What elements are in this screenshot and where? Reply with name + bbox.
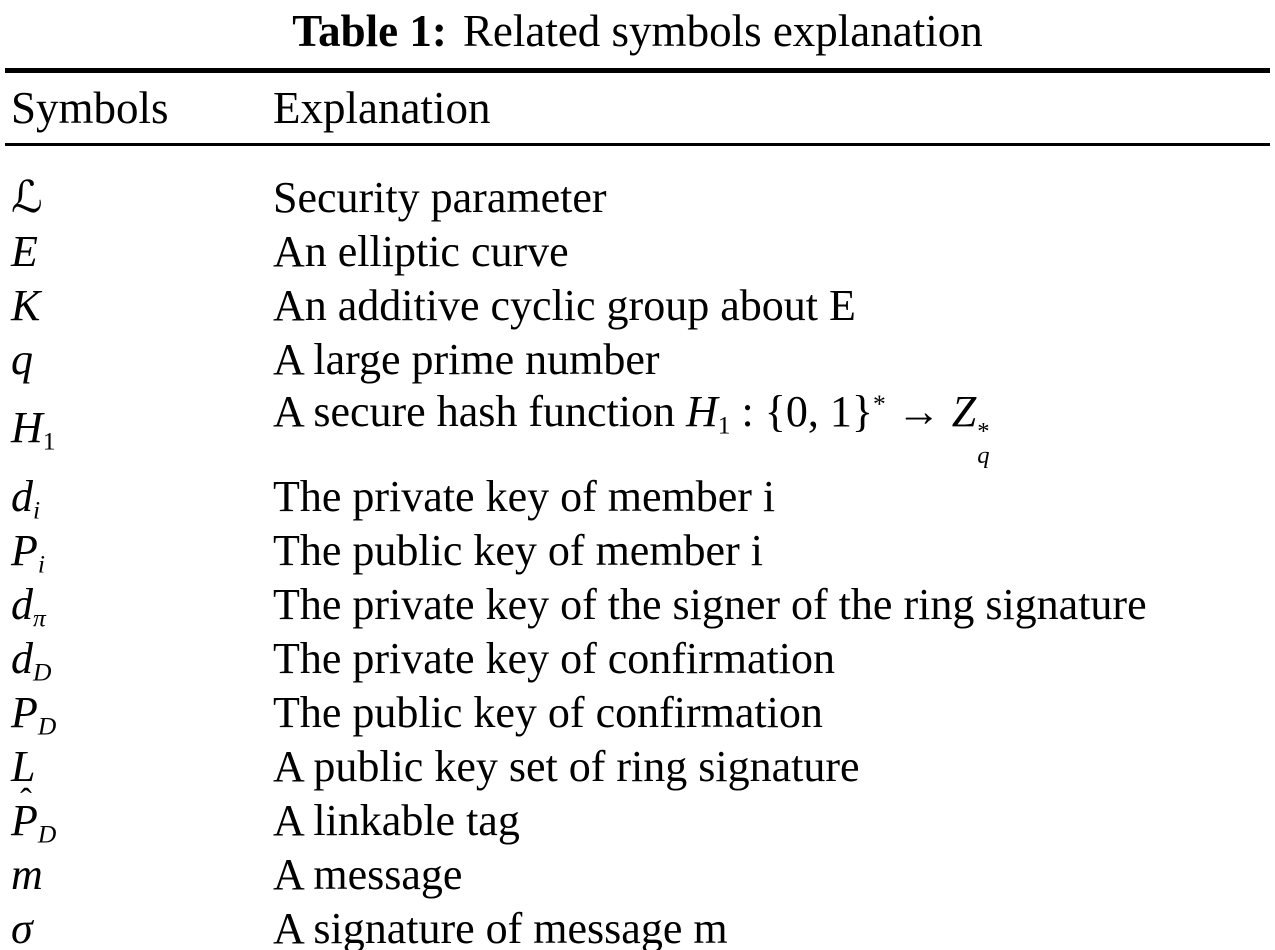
table-row: ℒ Security parameter — [5, 145, 1270, 225]
explanation-cell: A linkable tag — [273, 795, 520, 845]
header-row: Symbols Explanation — [5, 70, 1270, 146]
symbol-cell: ℒ — [11, 171, 43, 223]
explanation-cell: The private key of confirmation — [273, 633, 836, 683]
table-row: K An additive cyclic group about E — [5, 278, 1270, 332]
table-row: m A message — [5, 847, 1270, 901]
symbol-cell: dπ — [11, 579, 46, 633]
symbol-cell: σ — [11, 903, 33, 950]
symbol-cell: m — [11, 849, 43, 899]
symbol-cell: L — [11, 741, 36, 791]
table-row: q A large prime number — [5, 332, 1270, 386]
symbol-cell: Pi — [11, 525, 45, 579]
explanation-cell: The private key of the signer of the rin… — [273, 579, 1147, 629]
symbol-cell: q — [11, 334, 33, 384]
symbol-cell: H1 — [11, 403, 56, 456]
explanation-cell: A secure hash function H1 : {0, 1}* → Z*… — [273, 387, 990, 470]
symbol-cell: dD — [11, 633, 52, 687]
table-row: dD The private key of confirmation — [5, 631, 1270, 685]
table-header: Symbols Explanation — [5, 70, 1270, 146]
symbol-cell: K — [11, 280, 41, 330]
symbol-cell: di — [11, 471, 41, 525]
symbol-cell: E — [11, 226, 38, 276]
table-row: di The private key of member i — [5, 469, 1270, 523]
table-caption-text: Related symbols explanation — [462, 6, 983, 56]
explanation-cell: A public key set of ring signature — [273, 741, 860, 791]
explanation-cell: An additive cyclic group about E — [273, 280, 856, 330]
explanation-cell: The public key of member i — [273, 525, 763, 575]
table-row: H1 A secure hash function H1 : {0, 1}* → … — [5, 386, 1270, 469]
header-explanation: Explanation — [273, 70, 1270, 146]
explanation-cell: The private key of member i — [273, 471, 776, 521]
table-row: Pi The public key of member i — [5, 523, 1270, 577]
table-row: L A public key set of ring signature — [5, 739, 1270, 793]
table-row: PD The public key of confirmation — [5, 685, 1270, 739]
symbol-cell: PD — [11, 687, 57, 741]
table-row: σ A signature of message m — [5, 901, 1270, 950]
table-caption-label: Table 1: — [292, 6, 447, 56]
explanation-cell: A signature of message m — [273, 903, 728, 950]
table-caption: Table 1: Related symbols explanation — [0, 0, 1275, 62]
explanation-cell: A message — [273, 849, 463, 899]
explanation-cell: The public key of confirmation — [273, 687, 823, 737]
table-row: E An elliptic curve — [5, 224, 1270, 278]
explanation-cell: An elliptic curve — [273, 226, 569, 276]
explanation-cell: Security parameter — [273, 172, 607, 222]
header-symbols: Symbols — [5, 70, 273, 146]
table-row: dπ The private key of the signer of the r… — [5, 577, 1270, 631]
explanation-cell: A large prime number — [273, 334, 660, 384]
